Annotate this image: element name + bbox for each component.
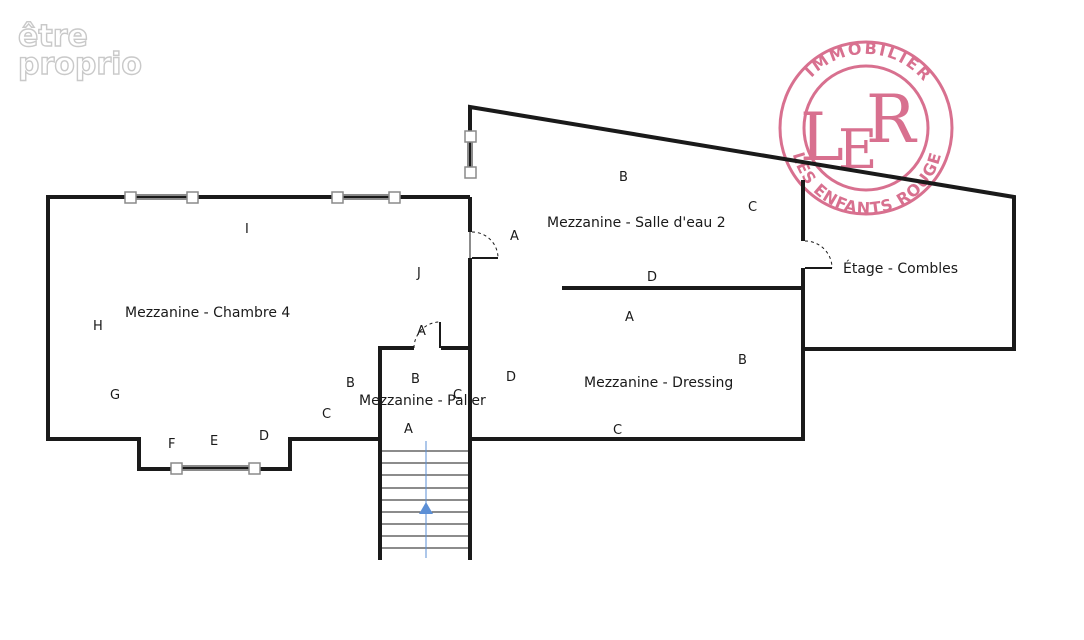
wall-label: D — [647, 270, 657, 285]
room-salle-eau-2: Mezzanine - Salle d'eau 2 — [547, 215, 726, 231]
etre-proprio-watermark: être proprio — [17, 18, 142, 82]
watermark-line1: être — [18, 19, 88, 54]
door-palier — [413, 321, 441, 349]
wall-label: C — [613, 423, 622, 438]
wall-label: G — [110, 388, 120, 403]
wall-label: D — [259, 429, 269, 444]
room-chambre-4: Mezzanine - Chambre 4 — [125, 305, 290, 321]
doors — [413, 231, 833, 349]
wall-label: C — [453, 388, 462, 403]
window-salle-eau — [464, 130, 477, 179]
room-dressing: Mezzanine - Dressing — [584, 375, 733, 391]
wall-label: C — [748, 200, 757, 215]
wall-label: F — [168, 437, 175, 452]
svg-text:R: R — [866, 81, 918, 158]
room-combles: Étage - Combles — [843, 260, 958, 277]
window-bottom — [170, 462, 261, 475]
wall-label: D — [506, 370, 516, 385]
wall-label: A — [404, 422, 413, 437]
wall-label: A — [510, 229, 519, 244]
wall-label: A — [625, 310, 634, 325]
stairs-up-arrow-icon — [419, 502, 433, 514]
door-salle-eau — [469, 231, 499, 259]
wall-label: B — [619, 170, 628, 185]
door-combles — [804, 240, 833, 269]
wall-label: A — [417, 324, 426, 339]
window-top-right — [331, 191, 401, 204]
wall-label: B — [738, 353, 747, 368]
wall-label: J — [416, 266, 421, 281]
watermark-line2: proprio — [18, 47, 142, 82]
wall-label: C — [322, 407, 331, 422]
svg-text:IMMOBILIER: IMMOBILIER — [801, 39, 936, 86]
wall-label: B — [346, 376, 355, 391]
wall-label: H — [93, 319, 103, 334]
window-top-left — [124, 191, 199, 204]
walls — [46, 104, 1016, 560]
wall-label: I — [245, 222, 249, 237]
wall-label: E — [210, 434, 218, 449]
windows — [124, 130, 477, 475]
room-palier: Mezzanine - Palier — [359, 393, 486, 409]
stairs — [382, 441, 468, 558]
wall-label: B — [411, 372, 420, 387]
